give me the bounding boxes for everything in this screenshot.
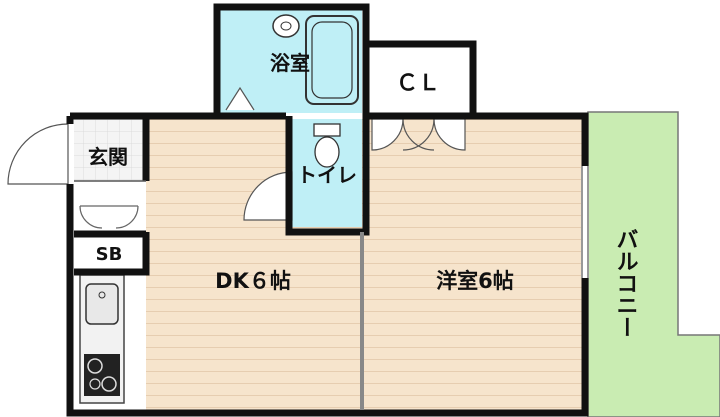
- bath-door-icon: [225, 86, 255, 111]
- shoe-box-area: [74, 181, 144, 233]
- balcony-label: バルコニー: [613, 228, 638, 338]
- dk-label: DK６帖: [215, 269, 291, 293]
- closet-floor: [370, 47, 470, 113]
- balcony-area: [587, 111, 720, 417]
- shoe-box-doors: [79, 205, 139, 229]
- bath-label: 浴室: [270, 51, 310, 75]
- bath-sink-icon: [272, 14, 300, 38]
- stove-icon: [84, 354, 120, 396]
- shoe-box-label: SB: [96, 244, 123, 265]
- toilet-door-swing: [243, 171, 293, 221]
- toilet-label: トイレ: [297, 163, 357, 187]
- sink-icon: [85, 283, 119, 325]
- western-floor: [362, 119, 582, 413]
- entrance-label: 玄関: [88, 145, 128, 169]
- entrance-door-swing: [7, 123, 69, 185]
- bathtub-inner: [311, 21, 353, 99]
- toilet-tank-icon: [313, 123, 341, 137]
- closet-door-mid: [402, 118, 435, 151]
- western-label: 洋室6帖: [436, 269, 514, 293]
- sb-box: [74, 235, 144, 268]
- walls: [66, 3, 589, 417]
- toilet-bowl-icon: [314, 136, 340, 168]
- entrance-floor: [74, 119, 144, 181]
- closet-label: ＣＬ: [396, 71, 440, 96]
